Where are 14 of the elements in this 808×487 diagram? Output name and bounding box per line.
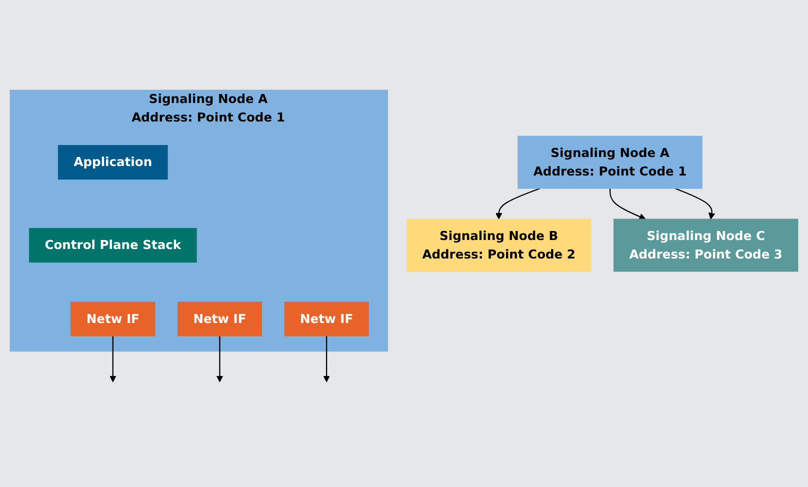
- node-box: Signaling Node B Address: Point Code 2: [406, 218, 592, 272]
- node-box: Control Plane Stack: [28, 228, 197, 262]
- node-box: Signaling Node A Address: Point Code 1: [518, 136, 702, 189]
- arrow: [674, 188, 716, 220]
- node-box: Netw IF: [177, 301, 262, 336]
- arrow: [216, 336, 224, 382]
- node-box: Application: [58, 144, 168, 180]
- arrow: [323, 336, 330, 382]
- arrow: [110, 336, 116, 382]
- arrow: [609, 188, 646, 220]
- node-box: Signaling Node C Address: Point Code 3: [613, 218, 798, 272]
- arrow: [495, 188, 540, 220]
- node-box: Netw IF: [70, 301, 156, 336]
- node-box: Netw IF: [284, 301, 369, 336]
